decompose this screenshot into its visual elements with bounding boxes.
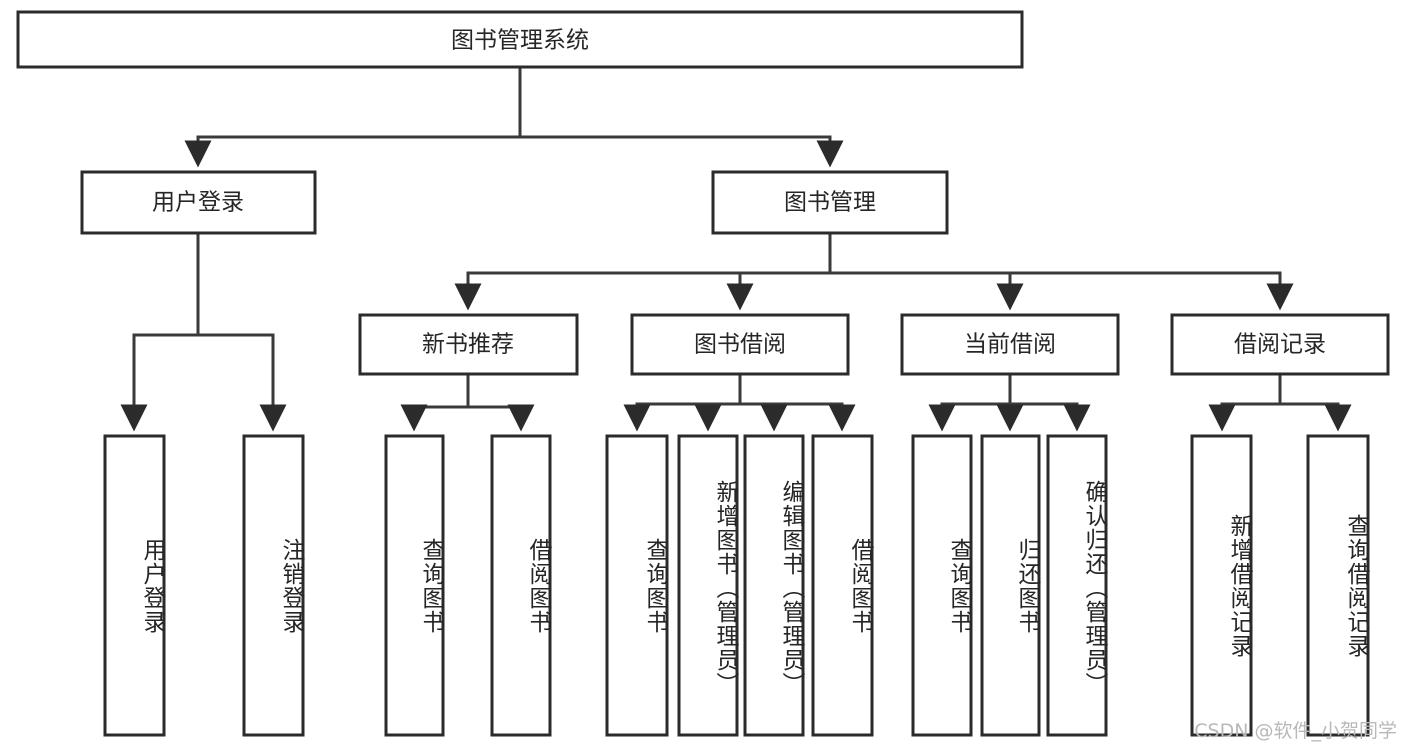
new-book-recommend-box[interactable]: [358, 313, 579, 376]
current-borrow-box[interactable]: [900, 313, 1120, 376]
leaf-edit-book-admin-box[interactable]: [743, 434, 805, 737]
leaf-borrow-book-2-box[interactable]: [811, 434, 874, 737]
leaf-query-borrow-record-box[interactable]: [1306, 434, 1370, 737]
leaf-borrow-book-1-box[interactable]: [490, 434, 552, 737]
leaf-add-borrow-record-box[interactable]: [1190, 434, 1253, 737]
root-label: 图书管理系统: [451, 28, 589, 54]
node-user-login[interactable]: 用户登录: [80, 170, 317, 235]
leaf-confirm-return-admin-box[interactable]: [1046, 434, 1108, 737]
root-box[interactable]: [16, 10, 1024, 69]
leaf-add-book-admin-box[interactable]: [677, 434, 739, 737]
node-borrow-record[interactable]: 借阅记录: [1170, 313, 1390, 376]
book-borrow-box[interactable]: [630, 313, 850, 376]
node-new-book-recommend[interactable]: 新书推荐: [358, 313, 579, 376]
new-book-recommend-label: 新书推荐: [422, 332, 514, 358]
connector-layer: [120, 65, 1352, 432]
borrow-record-box[interactable]: [1170, 313, 1390, 376]
borrow-record-label: 借阅记录: [1234, 332, 1326, 358]
leaf-query-book-3-box[interactable]: [911, 434, 973, 737]
book-borrow-label: 图书借阅: [694, 332, 786, 358]
node-root[interactable]: 图书管理系统: [16, 10, 1024, 69]
leaf-logout-login-box[interactable]: [242, 434, 305, 737]
book-manage-box[interactable]: [711, 170, 949, 235]
leaf-user-login-box[interactable]: [103, 434, 166, 737]
user-login-box[interactable]: [80, 170, 317, 235]
node-book-manage[interactable]: 图书管理: [711, 170, 949, 235]
leaf-box-layer: [103, 434, 1370, 737]
book-manage-label: 图书管理: [784, 190, 876, 216]
node-current-borrow[interactable]: 当前借阅: [900, 313, 1120, 376]
node-book-borrow[interactable]: 图书借阅: [630, 313, 850, 376]
leaf-query-book-1-box[interactable]: [384, 434, 445, 737]
current-borrow-label: 当前借阅: [964, 332, 1056, 358]
leaf-query-book-2-box[interactable]: [605, 434, 669, 737]
user-login-label: 用户登录: [152, 190, 244, 216]
leaf-return-book-box[interactable]: [980, 434, 1041, 737]
